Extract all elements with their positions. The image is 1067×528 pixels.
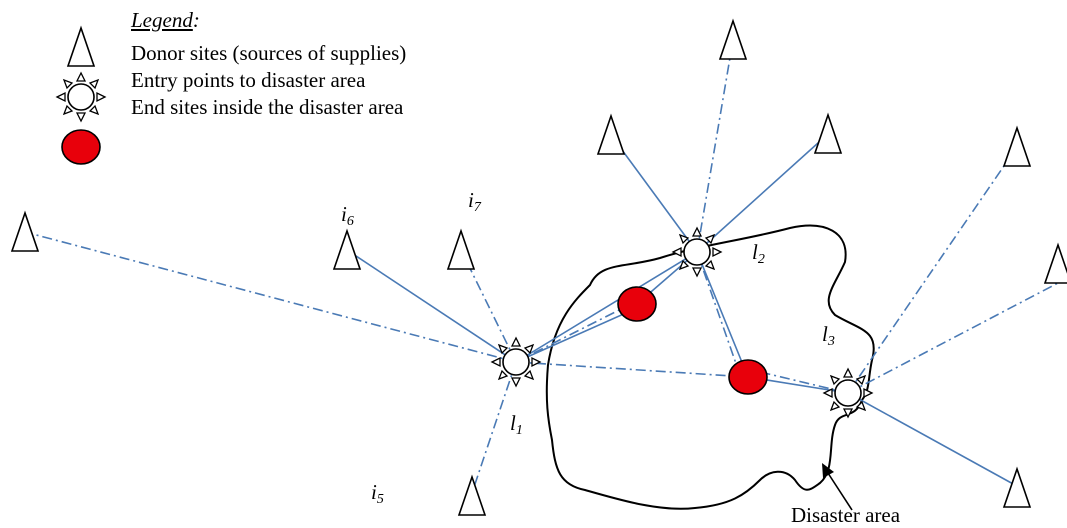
entry-point-l2-sun-icon	[672, 227, 722, 277]
legend-item-end-sites: End sites inside the disaster area	[131, 95, 404, 119]
label-i7: i7	[468, 188, 481, 215]
entry-point-l3-sun-icon	[823, 368, 873, 418]
arrow-head-icon	[822, 463, 834, 478]
link-l3-donor-b	[847, 282, 1059, 394]
donor-site-triangle-icon	[1003, 127, 1031, 167]
label-i5: i5	[371, 480, 384, 507]
link-l1-l2	[515, 251, 698, 363]
legend-sun-icon	[56, 72, 106, 122]
donor-site-triangle-icon	[11, 212, 39, 252]
link-l1-i5	[471, 361, 517, 494]
legend-item-donor-sites: Donor sites (sources of supplies)	[131, 41, 407, 65]
link-l1-end2	[515, 361, 749, 378]
disaster-area-label: Disaster area	[791, 503, 901, 527]
end-site-red-circle-icon	[617, 286, 657, 322]
donor-site-triangle-icon	[447, 230, 475, 270]
link-l1-end1-a	[515, 300, 638, 363]
donor-site-triangle-icon	[814, 114, 842, 154]
legend-title-colon: :	[192, 8, 200, 32]
link-l2-end2-a	[696, 251, 749, 378]
link-l3-donor-c	[847, 392, 1016, 486]
legend-triangle-icon	[67, 27, 95, 67]
donor-site-triangle-icon	[1044, 244, 1067, 284]
legend-title: Legend:	[131, 10, 200, 31]
link-l2-donor-a	[610, 134, 698, 253]
label-l3: l3	[822, 322, 835, 349]
label-l1: l1	[510, 411, 523, 438]
donor-site-triangle-icon	[1003, 468, 1031, 508]
legend-red-circle-icon	[61, 129, 101, 165]
donor-site-triangle-icon	[719, 20, 747, 60]
donor-site-triangle-icon	[458, 476, 486, 516]
link-l3-end2-b	[751, 369, 849, 394]
disaster-area-arrow	[825, 469, 853, 511]
donor-site-triangle-icon	[597, 115, 625, 155]
label-i6: i6	[341, 202, 354, 229]
legend-item-entry-points: Entry points to disaster area	[131, 68, 366, 92]
entry-point-l1-sun-icon	[491, 337, 541, 387]
link-l2-donor-b	[696, 39, 734, 253]
label-l2: l2	[752, 240, 765, 267]
link-l2-end2-b	[696, 251, 741, 376]
link-l1-donor-far-left	[24, 231, 517, 363]
legend-title-text: Legend	[131, 8, 193, 32]
link-l2-donor-c	[696, 133, 829, 253]
link-l3-donor-a	[847, 146, 1018, 394]
link-l1-end1-b	[515, 307, 638, 363]
end-site-red-circle-icon	[728, 359, 768, 395]
donor-site-triangle-icon	[333, 230, 361, 270]
link-l1-i6	[346, 249, 517, 363]
